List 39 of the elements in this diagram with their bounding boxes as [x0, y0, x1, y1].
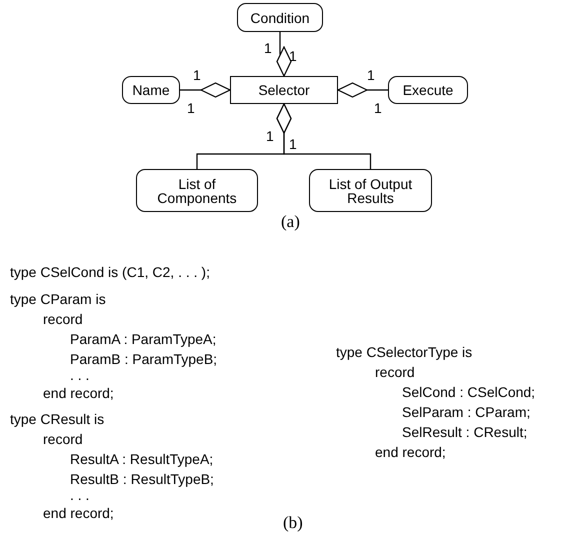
- multiplicity-label: 1: [374, 100, 382, 116]
- multiplicity-label: 1: [289, 48, 297, 64]
- code-line: ResultB : ResultTypeB;: [70, 471, 214, 487]
- subfigure-label: (b): [283, 514, 303, 532]
- code-line: ParamA : ParamTypeA;: [70, 331, 216, 347]
- subfigure-label: (a): [281, 213, 300, 231]
- code-line: . . .: [70, 367, 90, 383]
- aggregation-connector: [276, 32, 292, 77]
- code-line: type CSelectorType is: [336, 344, 472, 360]
- code-line: record: [43, 311, 83, 327]
- multiplicity-label: 1: [266, 128, 274, 144]
- code-line: ResultA : ResultTypeA;: [70, 451, 214, 467]
- code-line: end record;: [43, 505, 114, 521]
- rounded-box: List of Output Results: [309, 169, 432, 212]
- code-line: SelParam : CParam;: [402, 404, 530, 420]
- multiplicity-label: 1: [264, 40, 272, 56]
- code-line: ParamB : ParamTypeB;: [70, 351, 218, 367]
- rounded-box: Name: [122, 76, 180, 104]
- multiplicity-label: 1: [187, 100, 195, 116]
- code-line: SelCond : CSelCond;: [402, 384, 536, 400]
- aggregation-connector: [276, 103, 372, 169]
- code-line: record: [375, 364, 415, 380]
- multiplicity-label: 1: [193, 67, 201, 83]
- aggregation-connector: [337, 82, 388, 98]
- code-line: end record;: [43, 385, 114, 401]
- rounded-box: List of Components: [136, 169, 258, 212]
- code-line: end record;: [375, 444, 446, 460]
- code-line: type CResult is: [10, 411, 104, 427]
- class-box: Selector: [230, 76, 338, 104]
- aggregation-connector: [180, 82, 231, 98]
- code-line: . . .: [70, 487, 90, 503]
- code-line: SelResult : CResult;: [402, 424, 528, 440]
- code-line: type CSelCond is (C1, C2, . . . );: [10, 264, 210, 280]
- code-line: record: [43, 431, 83, 447]
- rounded-box: Execute: [388, 76, 468, 104]
- multiplicity-label: 1: [367, 67, 375, 83]
- code-line: type CParam is: [10, 291, 106, 307]
- multiplicity-label: 1: [289, 136, 297, 152]
- rounded-box: Condition: [237, 3, 323, 32]
